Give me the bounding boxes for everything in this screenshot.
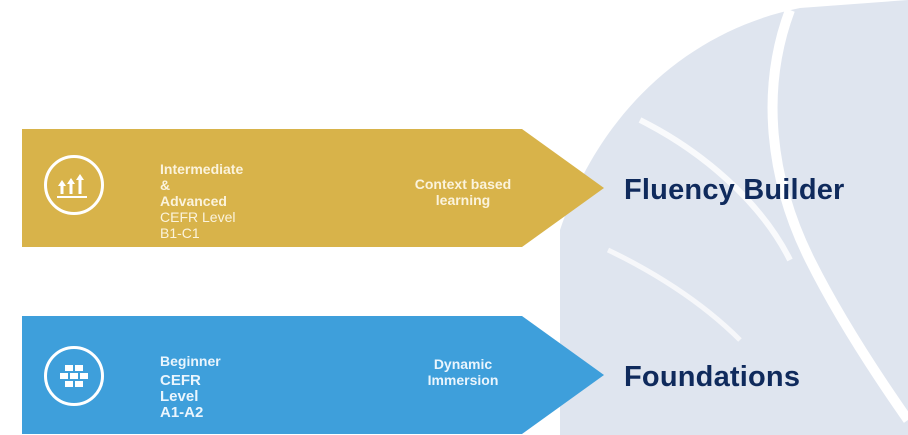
cefr-level: CEFR Level A1-A2 [160,372,204,421]
blue-arrow-band [22,316,604,434]
level-label: Beginner CEFR Level A1-A2 [160,353,221,421]
gold-arrow-band [22,129,604,247]
bricks-icon [44,346,104,406]
level-label: Intermediate & Advanced CEFR Level B1-C1 [160,161,244,241]
method-label: Context based learning [414,176,512,208]
cefr-level: CEFR Level B1-C1 [160,209,236,241]
program-foundations: Foundations [624,361,801,393]
method-label: Dynamic Immersion [427,356,499,388]
program-fluency-builder: Fluency Builder [624,174,845,206]
arrows-up-icon [44,155,104,215]
